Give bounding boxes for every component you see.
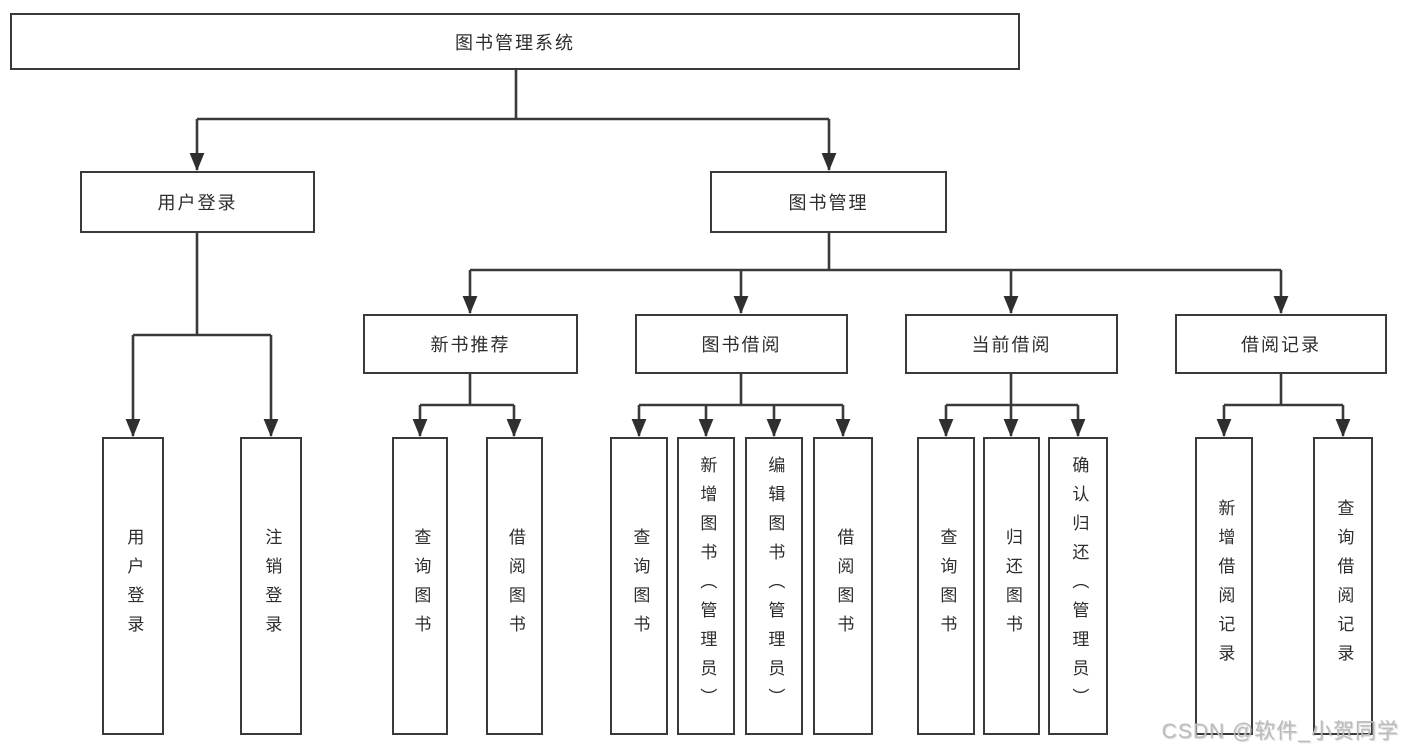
leaf-current-confirm-return-admin: 确认归还（管理员） [1048,437,1108,735]
leaf-current-return-books-label: 归还图书 [1002,528,1022,644]
node-current-borrow: 当前借阅 [905,314,1118,374]
node-root-label: 图书管理系统 [455,32,575,53]
leaf-recommend-query-books: 查询图书 [392,437,448,735]
leaf-user-login-label: 用户登录 [124,528,144,644]
leaf-borrow-query-books: 查询图书 [610,437,668,735]
leaf-logout: 注销登录 [240,437,302,735]
node-user-login: 用户登录 [80,171,315,233]
leaf-current-return-books: 归还图书 [983,437,1040,735]
leaf-borrow-query-books-label: 查询图书 [630,528,650,644]
leaf-current-query-books-label: 查询图书 [937,528,957,644]
node-new-book-recommend-label: 新书推荐 [430,335,511,355]
node-book-management: 图书管理 [710,171,947,233]
node-user-login-label: 用户登录 [157,193,238,213]
leaf-borrow-borrow-books-label: 借阅图书 [834,528,854,644]
leaf-borrow-add-books-admin: 新增图书（管理员） [677,437,735,735]
node-book-borrow-label: 图书借阅 [701,335,782,355]
leaf-borrow-add-books-admin-label: 新增图书（管理员） [697,455,717,717]
leaf-record-add-borrow-record-label: 新增借阅记录 [1215,499,1235,673]
node-current-borrow-label: 当前借阅 [971,335,1052,355]
csdn-watermark: CSDN @软件_小贺同学 [1161,720,1399,743]
node-new-book-recommend: 新书推荐 [363,314,578,374]
leaf-record-query-borrow-record-label: 查询借阅记录 [1334,499,1354,673]
leaf-record-query-borrow-record: 查询借阅记录 [1313,437,1373,735]
node-book-borrow: 图书借阅 [635,314,848,374]
leaf-recommend-query-books-label: 查询图书 [411,528,431,644]
leaf-borrow-edit-books-admin-label: 编辑图书（管理员） [765,455,785,717]
leaf-current-confirm-return-admin-label: 确认归还（管理员） [1069,455,1089,717]
leaf-current-query-books: 查询图书 [917,437,975,735]
leaf-recommend-borrow-books-label: 借阅图书 [505,528,525,644]
node-root: 图书管理系统 [10,13,1020,70]
leaf-record-add-borrow-record: 新增借阅记录 [1195,437,1253,735]
leaf-user-login: 用户登录 [102,437,164,735]
leaf-logout-label: 注销登录 [262,528,282,644]
node-book-management-label: 图书管理 [788,193,869,213]
node-borrow-record-label: 借阅记录 [1241,335,1321,355]
node-borrow-record: 借阅记录 [1175,314,1387,374]
leaf-recommend-borrow-books: 借阅图书 [486,437,543,735]
leaf-borrow-edit-books-admin: 编辑图书（管理员） [745,437,803,735]
leaf-borrow-borrow-books: 借阅图书 [813,437,873,735]
